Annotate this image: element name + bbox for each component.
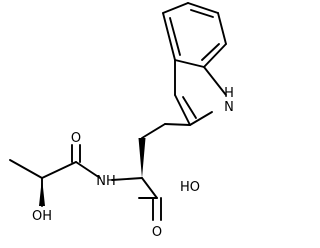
amide-o-label: O bbox=[71, 131, 81, 146]
tryptophan-lactamide-structure: H N O NH HO O OH bbox=[9, 2, 234, 240]
amide-nh-label: NH bbox=[96, 174, 116, 189]
backbone bbox=[9, 123, 191, 221]
pyrrole-ring bbox=[174, 59, 227, 126]
indole-h-label: H bbox=[224, 86, 234, 101]
hydroxyl-oh-label: OH bbox=[32, 209, 52, 224]
acid-oh-label: HO bbox=[180, 180, 200, 195]
benzene-ring bbox=[162, 2, 227, 68]
alpha-carbon-wedge bbox=[138, 138, 146, 178]
lactate-carbon-wedge bbox=[39, 178, 45, 206]
indole-n-label: N bbox=[224, 100, 234, 115]
acid-o-label: O bbox=[152, 225, 162, 240]
